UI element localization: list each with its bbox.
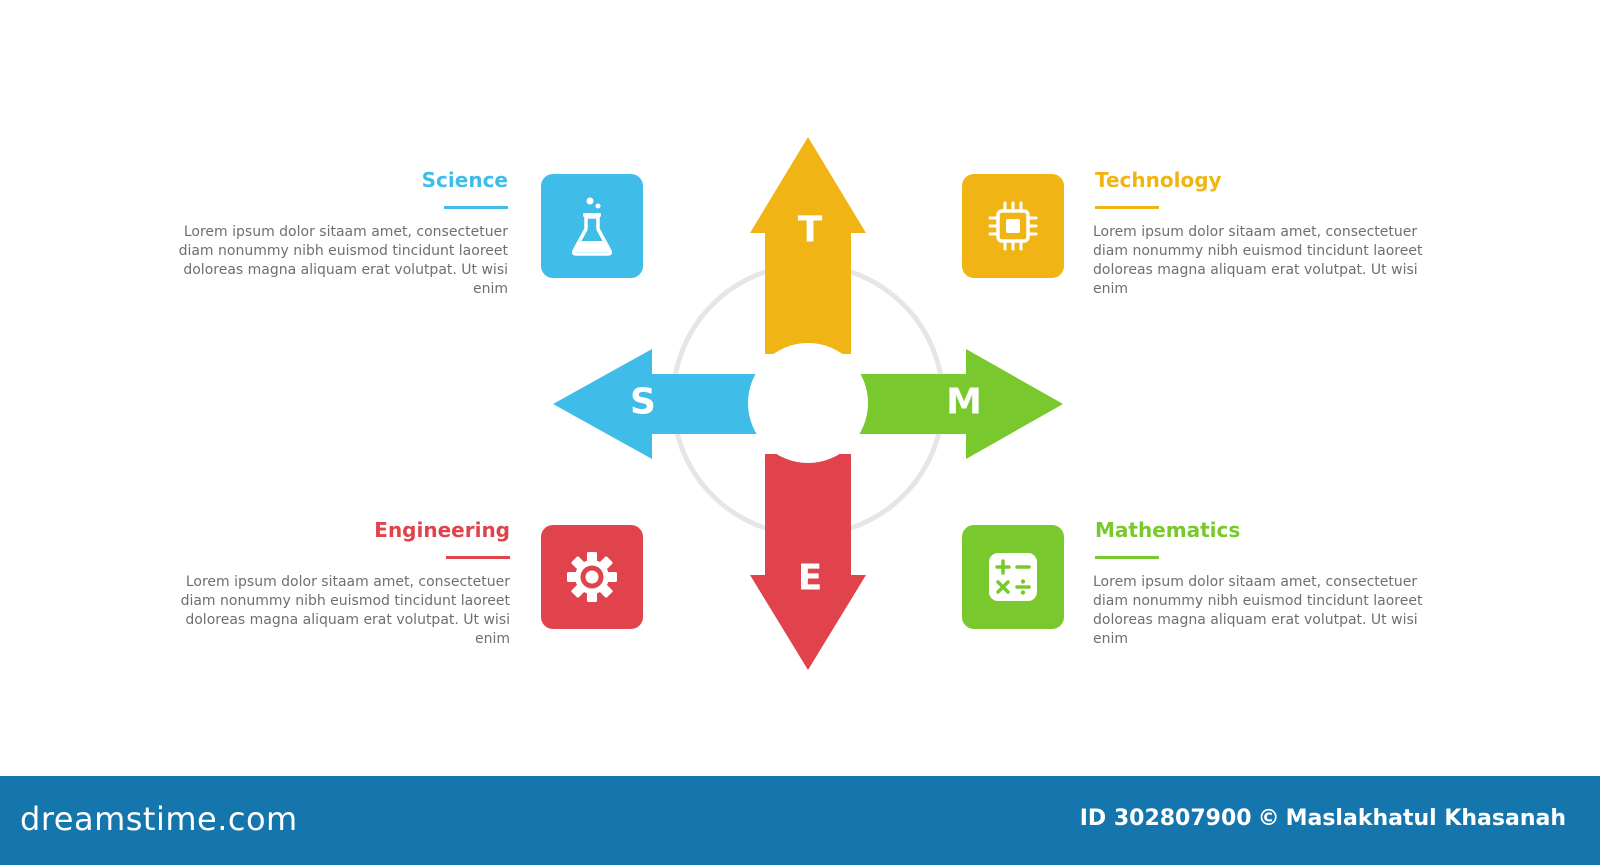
arrow-cross-graphic: T S M E (553, 137, 1063, 670)
arrow-top-technology (750, 137, 866, 354)
footer-bar: dreamstime.com ID 302807900©Maslakhatul … (0, 776, 1600, 865)
mathematics-description: Lorem ipsum dolor sitaam amet, consectet… (1093, 574, 1423, 647)
footer-credit: ID 302807900©Maslakhatul Khasanah (1080, 806, 1572, 831)
center-circle (748, 343, 868, 463)
arrow-letter-m: M (946, 382, 982, 423)
arrow-right-mathematics (856, 349, 1063, 459)
engineering-underline (446, 556, 510, 559)
science-icon-box (541, 174, 643, 278)
chip-icon (988, 201, 1038, 251)
engineering-icon-box (541, 525, 643, 629)
mathematics-title: Mathematics (1095, 518, 1241, 542)
image-id: ID 302807900 (1079, 806, 1252, 831)
arrow-letter-t: T (798, 210, 823, 251)
technology-underline (1095, 206, 1159, 209)
stem-diagram: T S M E Science Lorem ipsum dolor sitaam… (178, 137, 1423, 670)
copyright-symbol: © (1257, 806, 1280, 831)
arrow-bottom-engineering (750, 454, 866, 670)
gear-icon (567, 552, 617, 602)
technology-description: Lorem ipsum dolor sitaam amet, consectet… (1093, 224, 1423, 297)
flask-icon (572, 197, 612, 256)
engineering-title: Engineering (374, 518, 510, 542)
technology-title: Technology (1095, 168, 1222, 192)
science-title: Science (421, 168, 508, 192)
arrow-letter-s: S (630, 382, 656, 423)
footer-logo[interactable]: dreamstime.com (20, 800, 298, 838)
engineering-description: Lorem ipsum dolor sitaam amet, consectet… (180, 574, 510, 647)
technology-icon-box (962, 174, 1064, 278)
science-underline (444, 206, 508, 209)
science-description: Lorem ipsum dolor sitaam amet, consectet… (178, 224, 508, 297)
arrow-letter-e: E (798, 558, 823, 599)
author-name: Maslakhatul Khasanah (1285, 806, 1566, 831)
calculator-icon (989, 553, 1037, 601)
mathematics-underline (1095, 556, 1159, 559)
arrow-left-science (553, 349, 760, 459)
mathematics-icon-box (962, 525, 1064, 629)
